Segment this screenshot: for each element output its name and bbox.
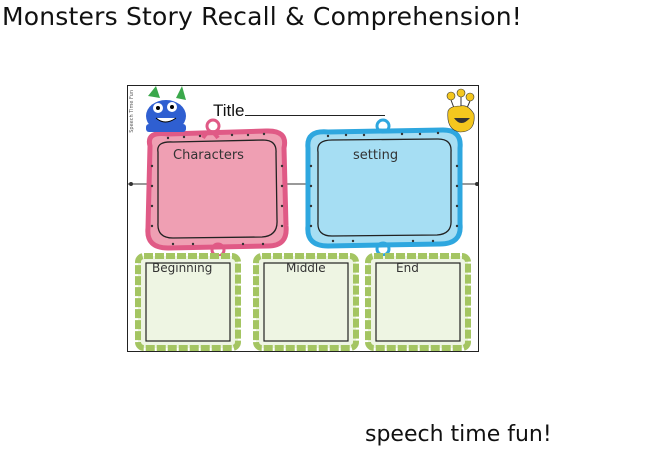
yellow-monster-illustration <box>446 88 475 133</box>
beginning-frame <box>135 253 241 351</box>
middle-label: Middle <box>286 261 326 275</box>
middle-frame <box>253 253 359 351</box>
story-map-worksheet: Speech Time Fun Title Characters setting… <box>127 85 479 352</box>
footer-text: speech time fun! <box>365 422 552 447</box>
title-blank-line <box>244 101 385 116</box>
setting-frame <box>305 118 463 257</box>
end-frame <box>365 253 471 351</box>
worksheet-graphics <box>128 86 478 351</box>
setting-label: setting <box>353 148 399 163</box>
worksheet-title: Title <box>213 101 385 121</box>
characters-label: Characters <box>173 148 244 163</box>
end-label: End <box>396 261 419 275</box>
characters-frame <box>145 118 289 258</box>
beginning-label: Beginning <box>152 261 213 275</box>
page-heading: Monsters Story Recall & Comprehension! <box>2 2 523 31</box>
title-label: Title <box>213 101 245 120</box>
blue-monster-illustration <box>146 86 186 132</box>
side-credit: Speech Time Fun <box>129 90 135 133</box>
